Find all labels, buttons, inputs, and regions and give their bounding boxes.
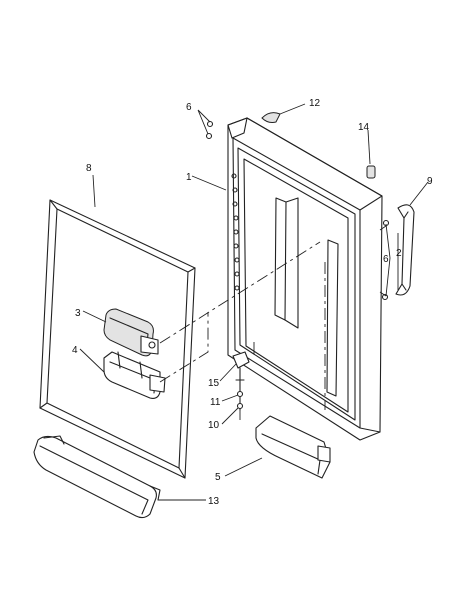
callout-12: 12 [309, 98, 321, 109]
callout-labels: 6 12 14 1 8 9 2 6 3 4 15 11 10 5 13 [72, 98, 433, 507]
door-bar [33, 435, 161, 519]
frame-hole-row [231, 173, 240, 291]
callout-11: 11 [210, 397, 221, 408]
lower-door-bin [255, 415, 331, 479]
callout-8: 8 [86, 163, 92, 174]
callout-4: 4 [72, 345, 78, 356]
door-handle [395, 204, 415, 296]
callout-1: 1 [186, 172, 192, 183]
door-frame [227, 117, 383, 441]
door-bin-cover [103, 308, 159, 357]
door-cam-hardware [232, 351, 250, 411]
callout-2: 2 [396, 248, 402, 259]
callout-6-top: 6 [186, 102, 192, 113]
callout-3: 3 [75, 308, 81, 319]
callout-13: 13 [208, 496, 220, 507]
callout-14: 14 [358, 122, 370, 133]
callout-5: 5 [215, 472, 221, 483]
callout-6-right: 6 [383, 254, 389, 265]
assembly-lines [159, 225, 387, 420]
hinge-plug [366, 165, 376, 179]
leader-lines [79, 103, 429, 501]
top-screws [205, 120, 214, 140]
callout-9: 9 [427, 176, 433, 187]
door-bin-tray [103, 351, 166, 399]
callout-15: 15 [208, 378, 220, 389]
trim-cap [261, 112, 281, 123]
callout-10: 10 [208, 420, 220, 431]
